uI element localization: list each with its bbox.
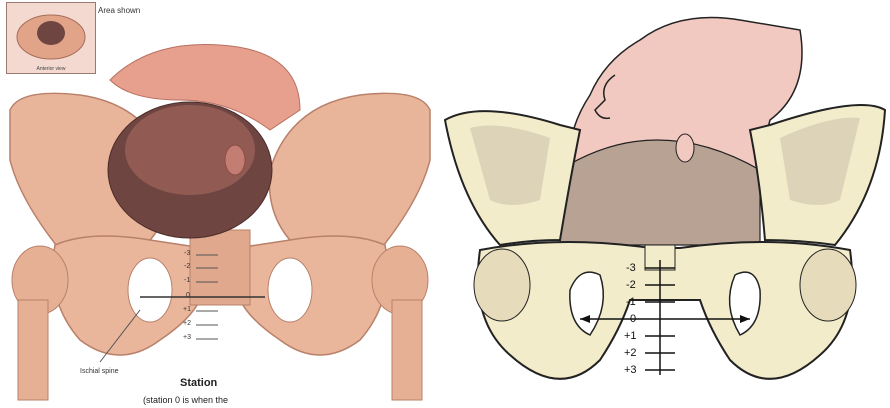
right-acetabulum	[800, 249, 856, 321]
ischial-spine-label: Ischial spine	[80, 368, 120, 376]
inset-pelvis-thumbnail	[7, 3, 95, 63]
right-femur-shaft	[392, 300, 422, 400]
right-tick-label: +1	[624, 330, 637, 342]
inset-note: Area shown	[98, 6, 148, 15]
left-obturator-foramen	[128, 258, 172, 322]
left-tick-label: 0	[186, 292, 190, 299]
right-pelvis-illustration	[440, 0, 890, 408]
right-obturator-foramen	[268, 258, 312, 322]
station-caption: (station 0 is when the	[143, 395, 228, 405]
right-tick-label: +3	[624, 364, 637, 376]
left-acetabulum	[474, 249, 530, 321]
station-title: Station	[180, 377, 217, 389]
anatomy-inset: Anterior view	[6, 2, 96, 74]
right-iliac-wing	[269, 93, 430, 250]
left-tick-label: -2	[184, 263, 190, 270]
left-tick-label: +2	[183, 320, 191, 327]
left-pelvis-diagram: Anterior view Area shown -3 -2 -1 0 +1 +…	[0, 0, 440, 408]
left-tick-label: -3	[184, 250, 190, 257]
fetal-ear	[225, 145, 245, 175]
right-tick-label: -2	[626, 279, 636, 291]
left-tick-label: -1	[184, 277, 190, 284]
right-tick-label: +2	[624, 347, 637, 359]
right-tick-label: 0	[630, 313, 636, 325]
right-pelvis-diagram: -3 -2 -1 0 +1 +2 +3	[440, 0, 890, 408]
left-tick-label: +3	[183, 334, 191, 341]
right-tick-label: -1	[626, 296, 636, 308]
fetal-hair	[560, 140, 760, 245]
left-tick-label: +1	[183, 306, 191, 313]
fetal-ear	[676, 134, 694, 162]
right-tick-label: -3	[626, 262, 636, 274]
left-femur-shaft	[18, 300, 48, 400]
inset-caption: Anterior view	[7, 66, 95, 72]
